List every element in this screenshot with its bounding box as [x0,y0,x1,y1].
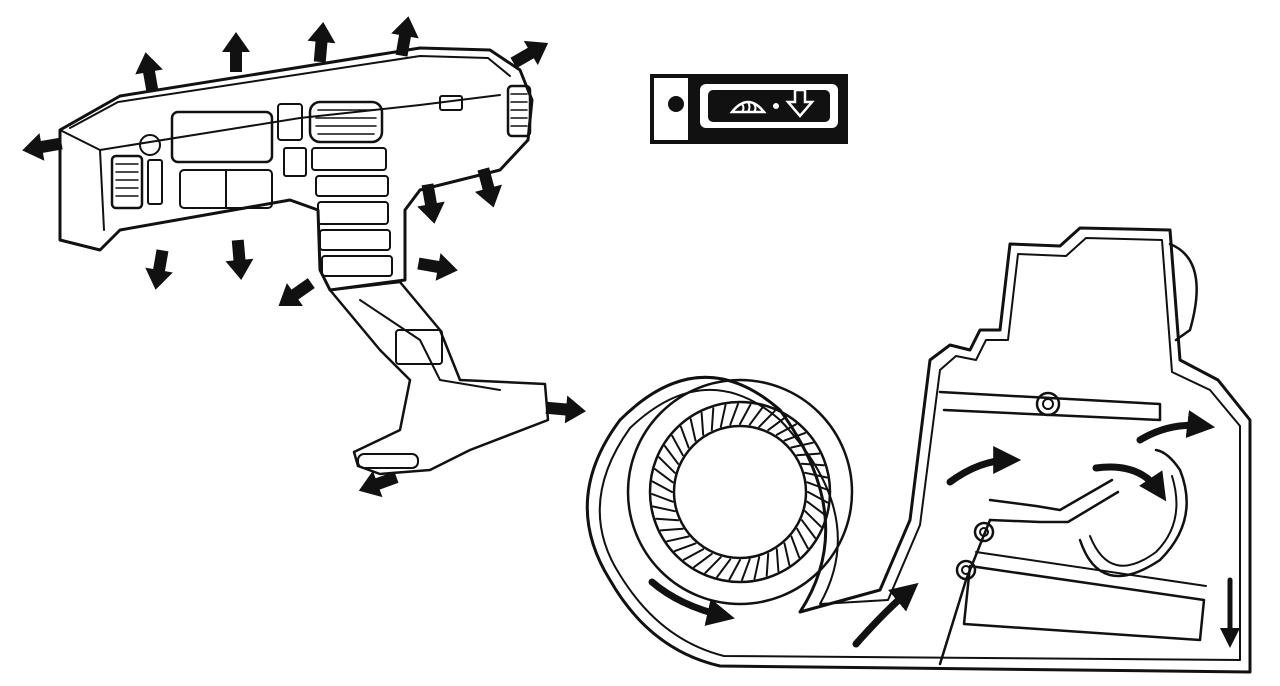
fan-blade [655,517,680,522]
fan-blade [671,434,684,457]
fan-blade [758,410,776,428]
fan-blade [806,500,826,516]
fan-blade [783,431,807,442]
fan-blade [693,552,713,569]
fan-blade [807,491,829,504]
dashboard-illustration [19,13,588,504]
fan-blade [700,411,705,436]
fan-blade [719,404,727,428]
fan-blade [748,406,764,426]
blower-fan [626,378,854,606]
fan-blade [673,542,697,553]
fan-blade [804,471,828,479]
fan-blade [796,452,821,457]
fan-blade [804,510,822,528]
fan-blade [806,481,829,491]
fan-blade [652,505,676,513]
airflow-arrows [648,410,1240,648]
fan-blade [796,527,809,550]
fan-blade [666,535,690,543]
fan-blade [790,441,814,449]
flap-pivot [1035,391,1061,417]
fan-blade [679,425,690,449]
fan-blade [659,527,684,532]
heater-housing [585,226,1252,674]
left-air-vent [110,154,144,210]
defroster-icon [729,100,767,114]
fan-blade [716,558,732,578]
fan-blade [663,445,680,465]
heater-unit [585,226,1252,674]
fan-blade [651,493,674,503]
fan-blade [689,418,697,442]
dashboard-outlet-arrows [19,13,588,504]
floor-duct [328,280,550,476]
fan-blade [765,552,770,577]
fan-blade [753,556,761,580]
instrument-cluster [170,110,274,164]
fan-blade [775,423,798,436]
fan-blade [790,535,801,559]
fan-blade [654,468,674,484]
fan-blade [729,403,739,426]
right-air-vent [506,84,532,138]
fan-blade [783,542,791,566]
fan-blade [704,556,722,574]
gauge [139,134,161,156]
fan-blade [728,559,741,581]
dot-separator-icon [773,103,779,109]
fan-blade [739,403,752,425]
control-switch [650,74,848,144]
flap-pivot [973,521,995,543]
center-air-vent [308,100,384,144]
fan-blade [775,548,780,573]
fan-blade [800,462,825,467]
fan-blade [741,558,751,581]
fan-blade [767,415,787,432]
fan-blade [658,456,676,474]
dashboard-body [58,46,534,292]
fan-blade [651,480,673,493]
fan-blade [800,519,817,539]
fan-blade [710,407,715,432]
fan-blade [682,548,705,561]
down-arrow-icon [785,88,815,118]
